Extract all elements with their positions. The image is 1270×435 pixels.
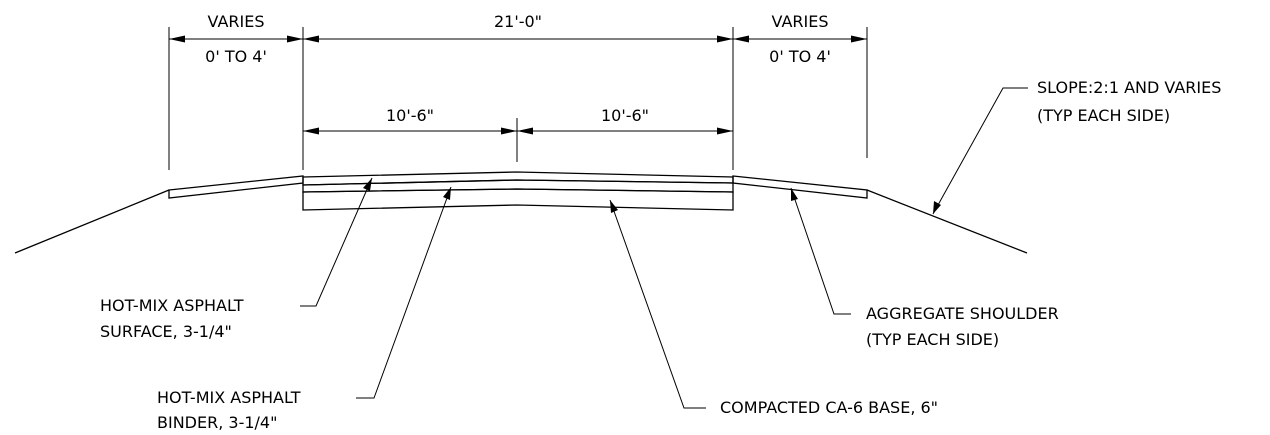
callout-hma-binder-line1: HOT-MIX ASPHALT — [157, 388, 301, 407]
callout-hma-binder-line2: BINDER, 3-1/4" — [157, 413, 278, 432]
arrowhead — [287, 35, 303, 43]
dim-left-shoulder-range: 0' TO 4' — [205, 47, 267, 66]
arrowhead — [610, 200, 618, 213]
left-foreslope — [14, 189, 170, 254]
right-aggregate-shoulder — [732, 175, 868, 199]
leader-aggregate-shoulder — [790, 187, 851, 315]
arrowhead — [363, 178, 372, 191]
arrowhead — [933, 201, 941, 214]
dim-right-shoulder-range: 0' TO 4' — [769, 47, 831, 66]
ca6-base-course — [302, 188, 734, 211]
dim-right-lane: 10'-6" — [600, 106, 650, 125]
callout-slope-line1: SLOPE:2:1 AND VARIES — [1037, 78, 1222, 97]
arrowhead — [303, 127, 319, 135]
dim-right-shoulder-varies: VARIES — [771, 12, 829, 31]
callout-slope-line2: (TYP EACH SIDE) — [1037, 106, 1171, 125]
arrowhead — [733, 35, 749, 43]
left-aggregate-shoulder — [168, 175, 304, 199]
leader-slope — [932, 87, 1028, 215]
callout-shoulder-line1: AGGREGATE SHOULDER — [866, 304, 1059, 323]
callout-hma-surface-line2: SURFACE, 3-1/4" — [100, 322, 232, 341]
arrowhead — [717, 35, 733, 43]
dim-pavement-total: 21'-0" — [493, 12, 543, 31]
leader-hma-surface — [300, 177, 373, 307]
dim-left-shoulder-varies: VARIES — [207, 12, 265, 31]
arrowhead — [717, 127, 733, 135]
arrowhead — [791, 188, 798, 201]
arrowhead — [303, 35, 319, 43]
arrowhead — [169, 35, 185, 43]
leader-hma-binder — [356, 186, 452, 399]
arrowhead — [517, 127, 533, 135]
leader-ca6-base — [609, 199, 706, 409]
callout-shoulder-line2: (TYP EACH SIDE) — [866, 330, 1000, 349]
right-foreslope — [866, 189, 1028, 254]
arrowhead — [443, 187, 451, 200]
callout-ca6-base: COMPACTED CA-6 BASE, 6" — [720, 398, 939, 417]
dim-left-lane: 10'-6" — [385, 106, 435, 125]
callout-hma-surface-line1: HOT-MIX ASPHALT — [100, 296, 244, 315]
arrowhead — [501, 127, 517, 135]
arrowhead — [851, 35, 867, 43]
